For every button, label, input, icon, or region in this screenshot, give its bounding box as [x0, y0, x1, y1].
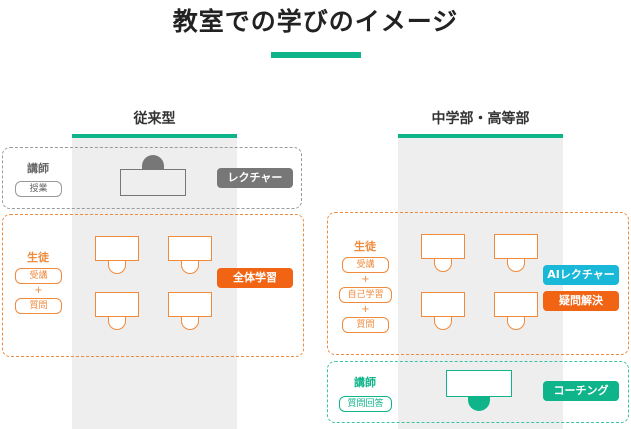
student-chair-icon	[108, 260, 126, 274]
right-students-badge-1: AIレクチャー	[543, 265, 619, 285]
student-desk-icon	[494, 292, 538, 317]
student-desk-icon	[494, 234, 538, 259]
right-students-pill-2: 自己学習	[339, 287, 392, 303]
left-students-box	[2, 214, 304, 357]
student-desk-icon	[168, 292, 212, 317]
left-teacher-box	[2, 147, 302, 209]
left-heading: 従来型	[133, 111, 176, 127]
teacher-head-icon	[468, 397, 490, 411]
left-students-role: 生徒	[27, 251, 49, 264]
student-chair-icon	[434, 258, 452, 272]
teacher-desk-icon	[120, 169, 186, 196]
page-title: 教室での学びのイメージ	[172, 7, 459, 36]
right-students-box	[327, 212, 629, 355]
left-column-bar	[72, 134, 237, 138]
student-desk-icon	[421, 292, 465, 317]
right-heading: 中学部・高等部	[431, 111, 530, 127]
student-chair-icon	[507, 316, 525, 330]
right-students-pill-1: 受講	[342, 257, 389, 273]
student-chair-icon	[181, 316, 199, 330]
left-teacher-role: 講師	[27, 162, 49, 175]
teacher-desk-icon	[446, 370, 512, 397]
right-teacher-badge: コーチング	[543, 381, 619, 401]
title-underline	[271, 52, 361, 58]
right-teacher-box	[327, 361, 629, 423]
student-desk-icon	[421, 234, 465, 259]
student-desk-icon	[95, 236, 139, 261]
right-teacher-role: 講師	[354, 376, 376, 389]
right-students-pill-3: 質問	[342, 317, 389, 333]
student-chair-icon	[434, 316, 452, 330]
student-chair-icon	[181, 260, 199, 274]
left-teacher-badge: レクチャー	[217, 168, 293, 188]
student-desk-icon	[95, 292, 139, 317]
left-students-badge: 全体学習	[217, 268, 293, 288]
right-teacher-pill: 質問回答	[339, 396, 392, 412]
right-column-bar	[398, 134, 563, 138]
left-teacher-pill: 授業	[15, 181, 62, 197]
right-students-badge-2: 疑問解決	[543, 291, 619, 311]
right-students-role: 生徒	[354, 240, 376, 253]
student-chair-icon	[108, 316, 126, 330]
left-students-plus: +	[34, 285, 43, 296]
left-students-pill-2: 質問	[15, 298, 62, 314]
right-students-plus-1: +	[361, 274, 370, 285]
left-students-pill-1: 受講	[15, 268, 62, 284]
right-students-plus-2: +	[361, 304, 370, 315]
student-desk-icon	[168, 236, 212, 261]
student-chair-icon	[507, 258, 525, 272]
